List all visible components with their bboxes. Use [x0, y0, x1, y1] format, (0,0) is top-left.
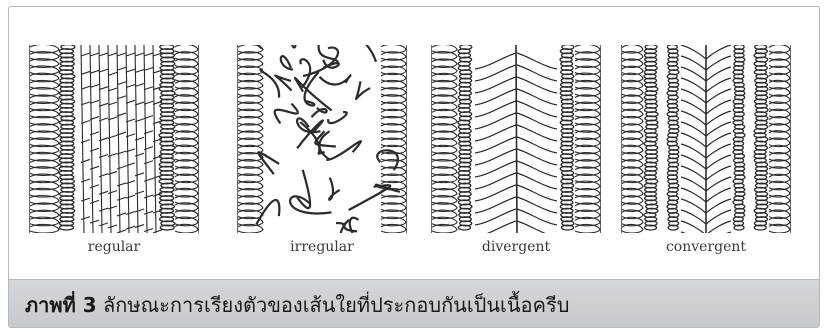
panel-divergent-fibers [431, 45, 601, 233]
dense-fiber-column [59, 45, 75, 230]
figure-frame: regular irregular divergent convergent ภ… [8, 6, 820, 328]
caption-bar: ภาพที่ 3 ลักษณะการเรียงตัวของเส้นใยที่ปร… [9, 279, 819, 327]
fiber-loop-band [175, 45, 198, 233]
panel-convergent-fibers [621, 45, 791, 233]
dense-fiber-column [733, 45, 745, 230]
label-irregular: irregular [237, 239, 407, 255]
dense-fiber-column [667, 45, 679, 230]
convergent-fibers [681, 45, 731, 233]
label-regular: regular [29, 239, 199, 255]
dense-fiber-column [458, 45, 472, 230]
label-divergent: divergent [431, 239, 601, 255]
dense-fiber-column [159, 45, 175, 230]
dense-fiber-column [644, 45, 658, 230]
regular-fiber-illustration [29, 45, 199, 233]
panel-irregular-fibers [237, 45, 407, 233]
fiber-loop-band [381, 45, 406, 233]
fiber-loop-band [575, 45, 600, 233]
fiber-loop-band [30, 45, 59, 233]
panel-regular-fibers [29, 45, 199, 233]
fiber-loop-band [238, 45, 263, 233]
parallel-fibers [81, 45, 162, 233]
tangled-fibers [237, 45, 400, 233]
dense-fiber-column [754, 45, 768, 230]
caption-text: ลักษณะการเรียงตัวของเส้นใยที่ประกอบกันเป… [103, 293, 569, 317]
label-convergent: convergent [621, 239, 791, 255]
divergent-fibers [475, 45, 557, 233]
figure-caption: ภาพที่ 3 ลักษณะการเรียงตัวของเส้นใยที่ปร… [25, 289, 569, 321]
dense-fiber-column [560, 45, 574, 230]
fiber-loop-band [622, 45, 643, 233]
irregular-fiber-illustration [237, 45, 407, 233]
caption-label: ภาพที่ 3 [25, 293, 97, 317]
fiber-loop-band [769, 45, 790, 233]
fiber-loop-band [432, 45, 457, 233]
divergent-fiber-illustration [431, 45, 601, 233]
convergent-fiber-illustration [621, 45, 791, 233]
